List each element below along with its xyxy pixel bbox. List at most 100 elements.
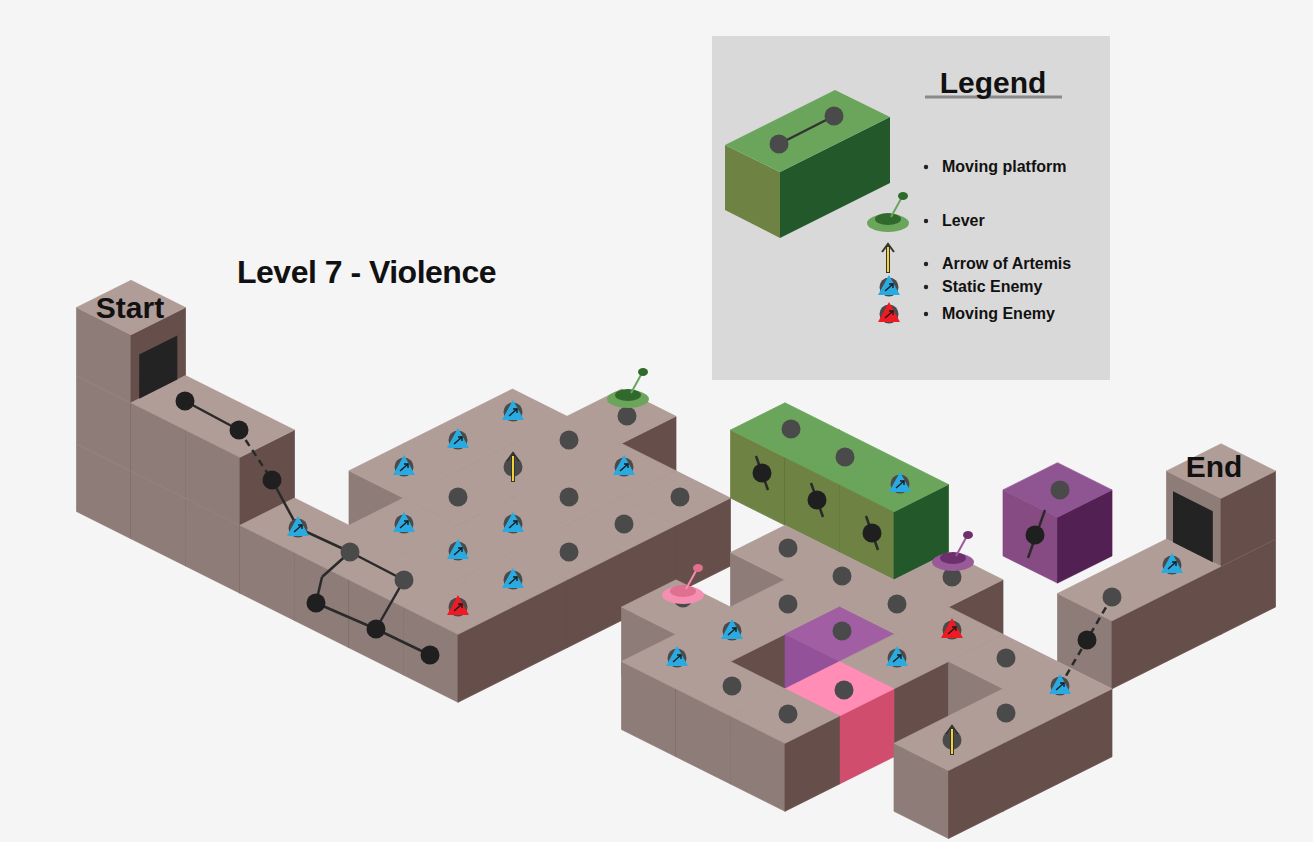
static-enemy [393, 455, 415, 475]
legend-panel [712, 36, 1110, 380]
lever-knob [898, 192, 908, 200]
legend-platform-dot [825, 107, 844, 126]
static-enemy [666, 646, 688, 666]
enemy-direction [298, 525, 302, 529]
tile-dot [395, 571, 414, 590]
static-enemy [613, 455, 635, 475]
enemy-direction [673, 655, 681, 662]
level-marker: End [1186, 450, 1243, 483]
tile-dot [671, 488, 690, 507]
enemy-direction [509, 409, 517, 416]
static-enemy [502, 512, 524, 532]
legend-swatch [878, 275, 900, 295]
lever-knob [963, 531, 973, 539]
tile-dot [833, 622, 852, 641]
start-door [139, 335, 177, 398]
static-enemy [721, 619, 743, 639]
enemy-direction [513, 521, 517, 525]
legend-text: Lever [942, 212, 985, 230]
enemy-direction [1060, 683, 1064, 687]
block-top [77, 280, 186, 335]
enemy-direction [948, 627, 956, 634]
static-enemy [447, 428, 469, 448]
enemy-direction [1168, 562, 1176, 569]
static-enemy [287, 516, 309, 536]
path-dot [307, 594, 326, 613]
enemy-direction [458, 548, 462, 552]
lever-stick [631, 373, 642, 393]
enemy-direction [897, 655, 901, 659]
legend-text: Arrow of Artemis [942, 255, 1071, 273]
enemy-direction [677, 655, 681, 659]
end-door [1173, 491, 1213, 562]
arrow-of-artemis [512, 456, 514, 481]
lever-stick [891, 197, 902, 217]
legend-bullet [924, 262, 928, 266]
lever-cap [615, 389, 641, 401]
legend-text: Static Enemy [942, 278, 1042, 296]
lever-stick [956, 536, 967, 556]
tile-dot [615, 515, 634, 534]
legend-platform-dot [770, 135, 789, 154]
block-top [731, 689, 840, 744]
lever-knob [693, 564, 703, 572]
enemy-direction [404, 521, 408, 525]
enemy-direction [513, 409, 517, 413]
moving-enemy [447, 595, 469, 615]
enemy-direction [728, 628, 736, 635]
tile-dot [618, 407, 637, 426]
tile-dot [1051, 481, 1070, 500]
path-dot [1078, 631, 1097, 650]
lever-base [607, 390, 649, 408]
tile-dot [779, 705, 798, 724]
lever-base [662, 586, 704, 604]
block-left-face [349, 580, 404, 675]
enemy-direction [458, 437, 462, 441]
legend-bullet [924, 165, 928, 169]
tile-dot [341, 543, 360, 562]
legend-swatch [878, 302, 900, 322]
lever-cap [670, 585, 696, 597]
legend-bullet [924, 285, 928, 289]
level-title: Level 7 - Violence [237, 255, 496, 290]
lever-knob [638, 368, 648, 376]
tile-dot [835, 681, 854, 700]
static-enemy [502, 568, 524, 588]
enemy-direction [509, 577, 517, 584]
path-dot [230, 421, 249, 440]
legend-text: Moving platform [942, 158, 1066, 176]
platform-path [1060, 597, 1112, 686]
enemy-direction [889, 311, 893, 315]
enemy-direction [294, 525, 302, 532]
enemy-direction [620, 464, 628, 471]
block-top [840, 457, 949, 512]
tile-dot [836, 448, 855, 467]
arrow-of-artemis [951, 729, 953, 754]
tile-dot [560, 488, 579, 507]
static-enemy [1049, 674, 1071, 694]
path-dot [808, 491, 827, 510]
enemy-direction [732, 628, 736, 632]
enemy-direction [400, 521, 408, 528]
enemy-direction [454, 437, 462, 444]
tile-dot [449, 488, 468, 507]
lever-cap [940, 552, 966, 564]
enemy-direction [1172, 562, 1176, 566]
enemy-direction [893, 655, 901, 662]
tile-dot [833, 567, 852, 586]
arrow-head [882, 244, 894, 252]
arrow-head [507, 453, 519, 461]
static-enemy [1161, 553, 1183, 573]
lever-base [932, 553, 974, 571]
enemy-direction [454, 548, 462, 555]
enemy-direction [454, 604, 462, 611]
enemy-direction [896, 481, 904, 488]
enemy-direction [952, 627, 956, 631]
tile-dot [997, 649, 1016, 668]
block-top [295, 525, 404, 580]
lever-stick [686, 569, 697, 589]
arrow-outline [886, 246, 890, 273]
static-enemy [447, 539, 469, 559]
tile-dot [723, 677, 742, 696]
